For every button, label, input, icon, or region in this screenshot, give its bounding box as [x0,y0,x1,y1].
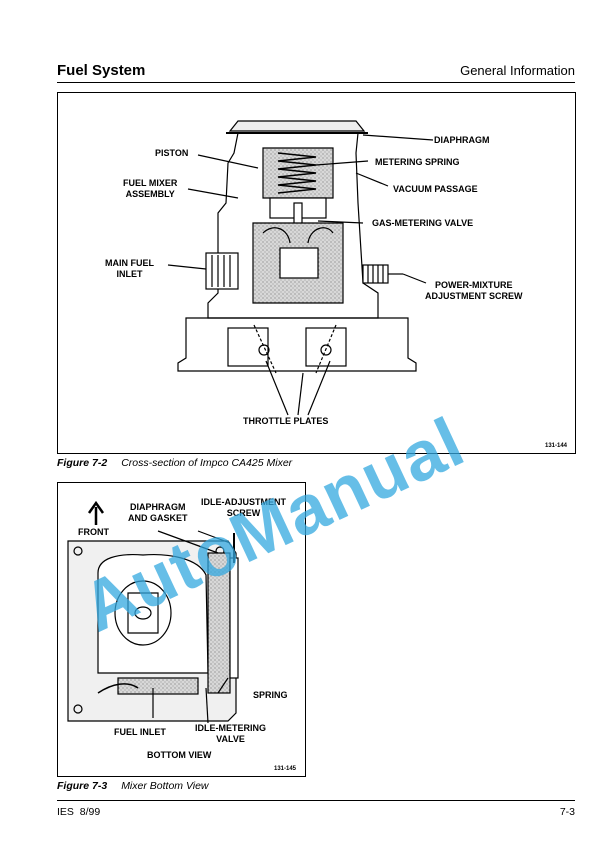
label-diaphragm-and-gasket: DIAPHRAGM AND GASKET [128,502,188,523]
figure-7-3-caption: Figure 7-3 Mixer Bottom View [57,780,209,792]
label-bottom-view: BOTTOM VIEW [147,750,212,760]
label-fuel-inlet: FUEL INLET [114,727,166,737]
label-front: FRONT [78,527,109,537]
figure-7-2-number: Figure 7-2 [57,457,108,469]
label-metering-spring: METERING SPRING [375,157,460,167]
label-spring: SPRING [253,690,288,700]
label-diaphragm: DIAPHRAGM [434,135,490,145]
footer-rule [57,800,575,801]
mixer-cross-section-drawing [167,120,434,416]
figure-7-3-frame [57,482,306,777]
label-fuel-mixer-assembly: FUEL MIXER ASSEMBLY [123,178,178,199]
figure-7-2-caption: Figure 7-2 Cross-section of Impco CA425 M… [57,457,292,469]
label-gas-metering-valve: GAS-METERING VALVE [372,218,474,228]
header-rule [57,82,575,83]
label-main-fuel-inlet: MAIN FUEL INLET [105,258,154,279]
figure-7-3-number: Figure 7-3 [57,780,108,792]
figure-7-3-text: Mixer Bottom View [121,780,209,792]
figure-7-3-code: 131-145 [274,766,297,772]
figure-7-2-text: Cross-section of Impco CA425 Mixer [121,457,293,469]
label-piston: PISTON [155,148,189,158]
section-title: Fuel System [57,62,146,79]
figure-7-2-frame [57,92,576,454]
label-vacuum-passage: VACUUM PASSAGE [393,184,478,194]
label-throttle-plates: THROTTLE PLATES [243,416,329,426]
label-idle-metering-valve: IDLE-METERING VALVE [195,723,266,744]
footer-doc-id: IES 8/99 [57,806,101,818]
label-idle-adjustment-screw: IDLE-ADJUSTMENT SCREW [201,497,286,518]
figure-7-2-code: 131-144 [545,443,568,449]
page-number: 7-3 [559,806,575,818]
section-category: General Information [460,63,575,78]
label-power-mixture-screw: POWER-MIXTURE ADJUSTMENT SCREW [425,280,523,301]
mixer-bottom-view-drawing [67,500,239,724]
